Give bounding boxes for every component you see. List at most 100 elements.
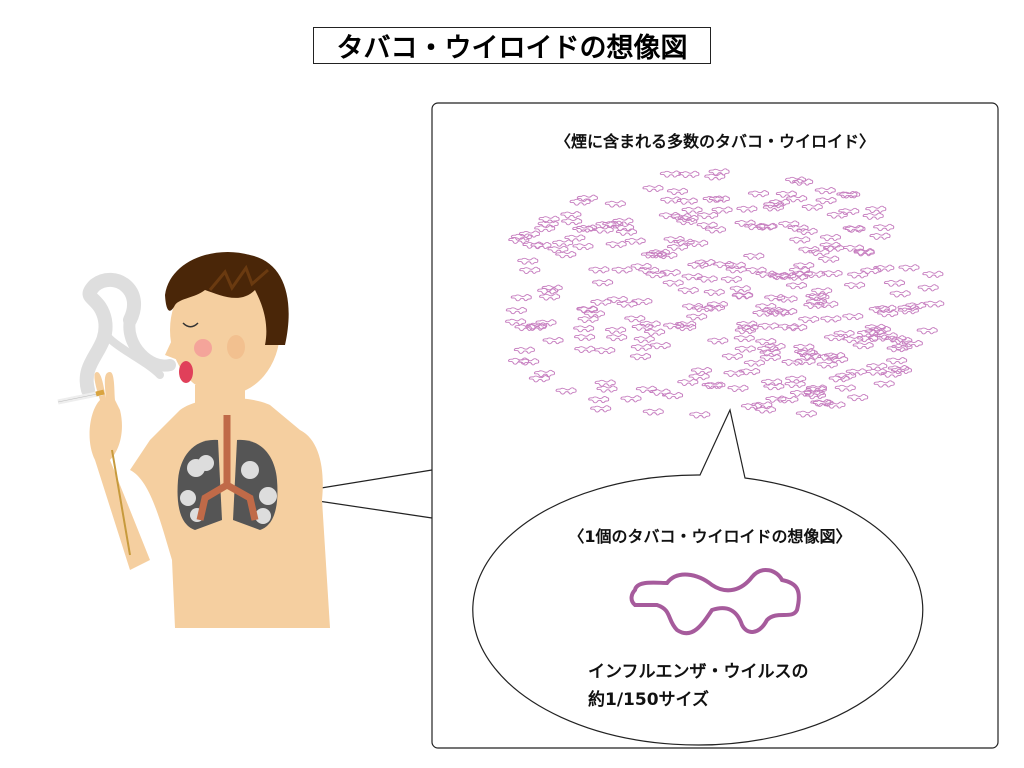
viroid-small-icon (574, 333, 596, 341)
viroid-small-icon (804, 392, 827, 400)
viroid-small-icon (816, 361, 838, 369)
viroid-small-icon (736, 205, 758, 213)
viroid-small-icon (727, 384, 749, 392)
viroid-small-icon (510, 233, 532, 241)
viroid-small-icon (517, 257, 539, 265)
viroid-small-icon (768, 198, 791, 207)
viroid-small-icon (761, 378, 783, 386)
viroid-small-icon (743, 252, 765, 260)
viroid-small-icon (663, 235, 685, 244)
viroid-small-icon (792, 178, 814, 186)
viroid-small-icon (847, 393, 869, 402)
viroid-small-icon (734, 327, 756, 335)
viroid-small-icon (891, 337, 913, 345)
viroid-small-icon (542, 337, 564, 345)
viroid-small-icon (633, 335, 655, 343)
viroid-small-icon (612, 217, 634, 225)
viroid-cloud (505, 168, 945, 419)
viroid-small-icon (658, 211, 680, 220)
viroid-small-icon (704, 226, 727, 234)
viroid-small-icon (677, 286, 699, 295)
viroid-small-icon (731, 292, 753, 300)
viroid-small-icon (764, 294, 786, 302)
viroid-small-icon (801, 203, 823, 211)
viroid-small-icon (711, 206, 733, 214)
viroid-small-icon (510, 294, 532, 302)
viroid-small-icon (905, 302, 927, 310)
viroid-small-icon (644, 328, 666, 336)
viroid-small-icon (592, 279, 614, 287)
single-viroid-label: 〈1個のタバコ・ウイロイドの想像図〉 (568, 527, 852, 546)
viroid-small-icon (508, 357, 530, 365)
viroid-small-icon (552, 239, 574, 247)
viroid-small-icon (569, 198, 591, 206)
viroid-small-icon (857, 329, 879, 337)
viroid-small-icon (824, 352, 846, 360)
viroid-small-icon (572, 242, 594, 251)
viroid-small-icon (800, 352, 822, 360)
viroid-small-icon (784, 380, 806, 388)
viroid-small-icon (776, 295, 798, 303)
viroid-small-icon (869, 326, 891, 334)
viroid-small-icon (917, 284, 939, 292)
viroid-small-icon (662, 392, 684, 400)
viroid-small-icon (862, 212, 884, 220)
viroid-small-icon (624, 315, 646, 323)
size-note-line1: インフルエンザ・ウイルスの (588, 662, 809, 682)
viroid-small-icon (594, 379, 616, 387)
viroid-small-icon (745, 266, 767, 274)
viroid-small-icon (691, 304, 713, 313)
viroid-small-icon (776, 308, 798, 316)
viroid-small-icon (620, 395, 642, 403)
viroid-small-icon (676, 217, 698, 226)
viroid-small-icon (649, 342, 671, 350)
viroid-small-icon (839, 191, 861, 199)
viroid-small-icon (757, 322, 779, 330)
viroid-small-icon (901, 340, 923, 348)
viroid-small-icon (555, 251, 577, 259)
viroid-small-icon (595, 220, 617, 229)
viroid-small-icon (789, 389, 812, 397)
viroid-small-icon (765, 395, 787, 403)
viroid-small-icon (791, 270, 813, 278)
viroid-small-icon (886, 357, 908, 365)
viroid-small-icon (777, 323, 799, 331)
viroid-small-icon (555, 387, 577, 395)
viroid-small-icon (762, 306, 784, 315)
viroid-small-icon (690, 367, 713, 375)
viroid-small-icon (808, 293, 830, 301)
viroid-small-icon (701, 381, 723, 389)
viroid-small-icon (518, 230, 541, 238)
viroid-small-icon (821, 269, 843, 278)
viroid-small-icon (505, 306, 527, 315)
viroid-small-icon (847, 271, 869, 279)
viroid-small-icon (819, 233, 842, 242)
viroid-small-icon (857, 334, 879, 343)
viroid-small-icon (729, 285, 751, 293)
viroid-small-icon (694, 259, 716, 267)
viroid-small-icon (737, 324, 759, 332)
viroid-small-icon (696, 275, 718, 283)
size-note: インフルエンザ・ウイルスの 約1/150サイズ (588, 658, 809, 714)
viroid-small-icon (670, 213, 692, 221)
viroid-small-icon (712, 260, 734, 269)
viroid-small-icon (736, 320, 758, 328)
viroid-small-icon (526, 322, 548, 330)
viroid-small-icon (681, 273, 703, 281)
viroid-small-icon (697, 211, 719, 220)
viroid-small-icon (630, 262, 652, 271)
viroid-small-icon (513, 346, 535, 354)
viroid-small-icon (682, 302, 704, 311)
viroid-small-icon (897, 307, 919, 315)
viroid-small-icon (702, 195, 724, 203)
viroid-small-icon (539, 293, 561, 301)
viroid-small-icon (629, 353, 652, 361)
viroid-small-icon (860, 267, 882, 275)
viroid-small-icon (706, 300, 728, 309)
viroid-small-icon (752, 309, 774, 317)
viroid-small-icon (889, 290, 911, 298)
viroid-small-icon (518, 358, 540, 366)
viroid-small-icon (818, 255, 840, 263)
viroid-small-icon (866, 362, 888, 370)
viroid-small-icon (785, 375, 807, 383)
